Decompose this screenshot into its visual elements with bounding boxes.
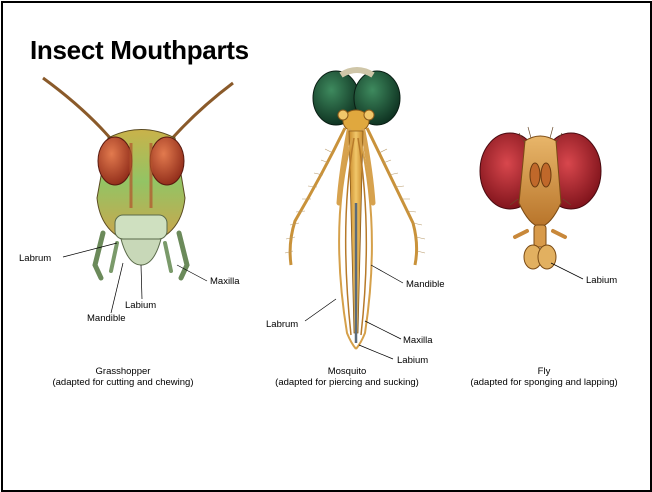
fly-caption-name: Fly — [454, 366, 634, 377]
mosquito-illustration — [285, 70, 425, 349]
mosquito-label-mandible: Mandible — [406, 279, 445, 290]
mosquito-label-maxilla: Maxilla — [403, 335, 433, 346]
grasshopper-caption: Grasshopper (adapted for cutting and che… — [38, 366, 208, 388]
fly-caption-note: (adapted for sponging and lapping) — [454, 377, 634, 388]
grasshopper-label-labrum: Labrum — [19, 253, 51, 264]
grasshopper-label-mandible: Mandible — [87, 313, 126, 324]
grasshopper-label-maxilla: Maxilla — [210, 276, 240, 287]
mosquito-label-labrum: Labrum — [266, 319, 298, 330]
mosquito-caption-name: Mosquito — [259, 366, 435, 377]
grasshopper-illustration — [43, 78, 233, 278]
mosquito-caption-note: (adapted for piercing and sucking) — [259, 377, 435, 388]
mosquito-label-labium: Labium — [397, 355, 428, 366]
mouthparts-illustration: Labrum Maxilla Labium Mandible — [3, 3, 650, 490]
fly-caption: Fly (adapted for sponging and lapping) — [454, 366, 634, 388]
mosquito-caption: Mosquito (adapted for piercing and sucki… — [259, 366, 435, 388]
fly-label-labium: Labium — [586, 275, 617, 286]
grasshopper-caption-name: Grasshopper — [38, 366, 208, 377]
fly-illustration — [480, 127, 601, 269]
grasshopper-label-labium: Labium — [125, 300, 156, 311]
grasshopper-caption-note: (adapted for cutting and chewing) — [38, 377, 208, 388]
